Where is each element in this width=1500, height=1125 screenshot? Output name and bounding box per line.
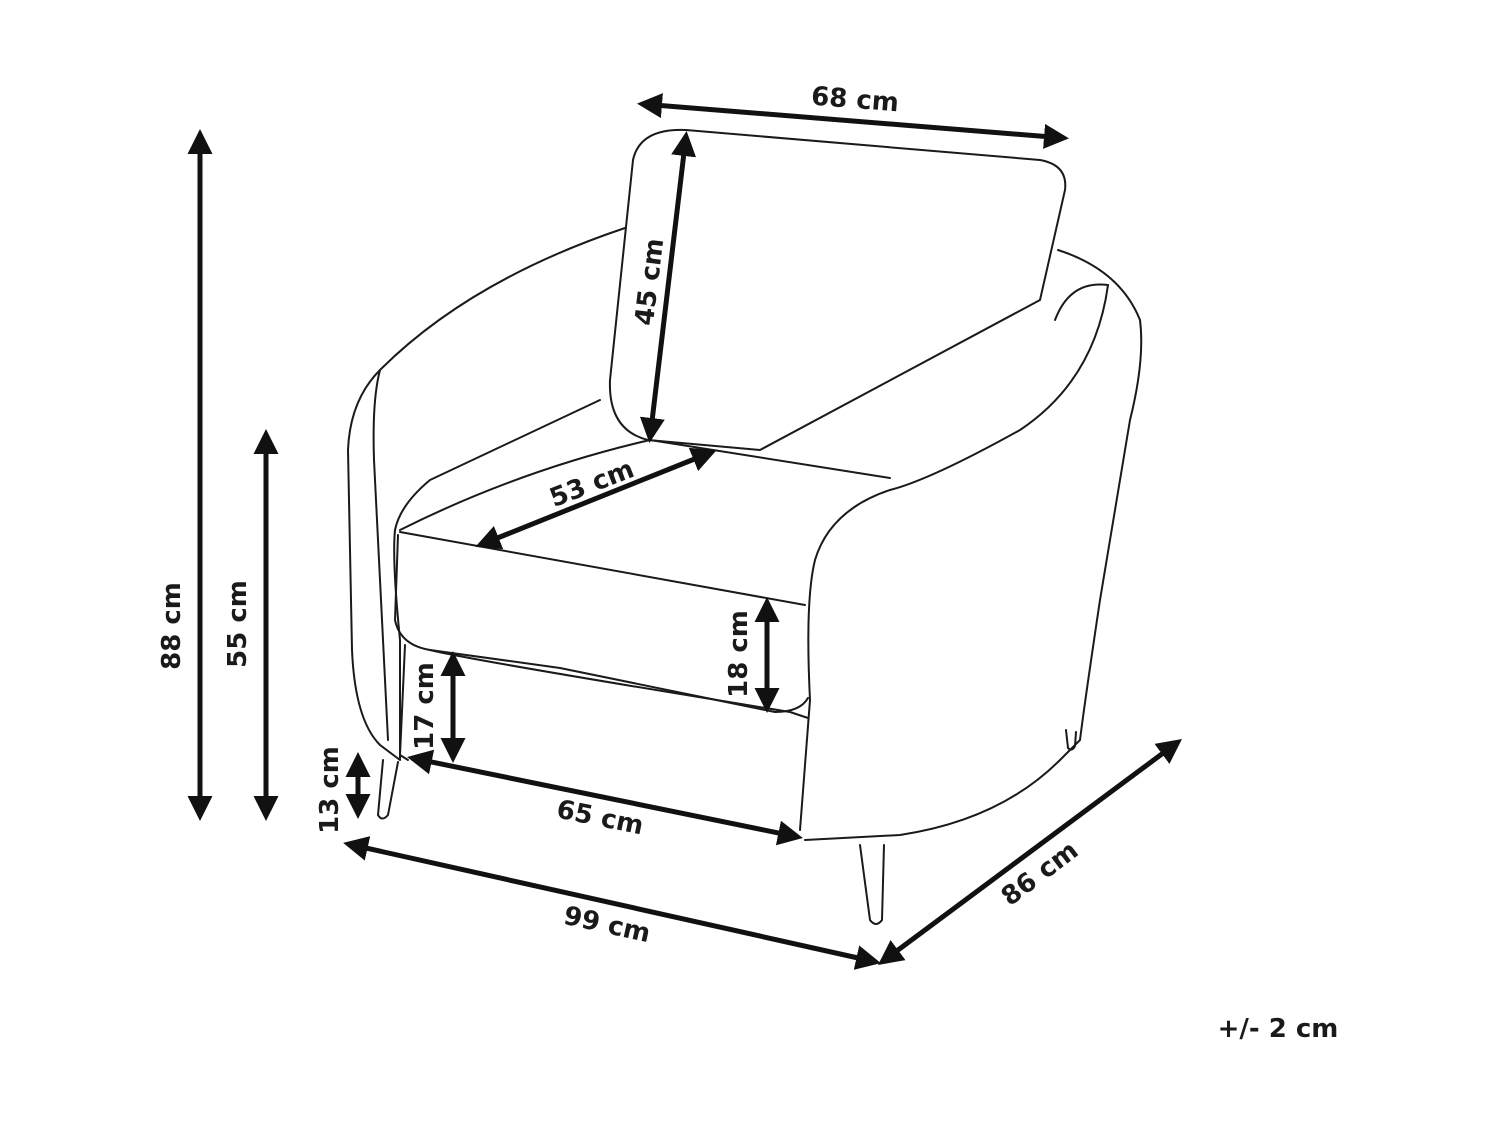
label-armrest-height: 55 cm <box>223 580 253 668</box>
dim-arrow-seat-depth <box>475 447 717 550</box>
label-cushion-height: 18 cm <box>724 610 754 698</box>
label-back-width: 68 cm <box>810 82 900 119</box>
label-leg-height: 13 cm <box>315 746 345 834</box>
dim-arrow-seat-width <box>407 749 803 846</box>
dim-arrow-back-height <box>639 131 697 443</box>
dim-arrow-total-depth <box>877 739 1183 965</box>
armchair-outline <box>347 128 1143 925</box>
label-total-height: 88 cm <box>157 582 187 670</box>
label-base-height: 17 cm <box>410 662 440 750</box>
dim-arrow-back-width <box>637 93 1069 149</box>
tolerance-note: +/- 2 cm <box>1218 1014 1339 1044</box>
dim-arrow-total-width <box>343 836 881 970</box>
label-seat-depth: 53 cm <box>546 454 639 513</box>
